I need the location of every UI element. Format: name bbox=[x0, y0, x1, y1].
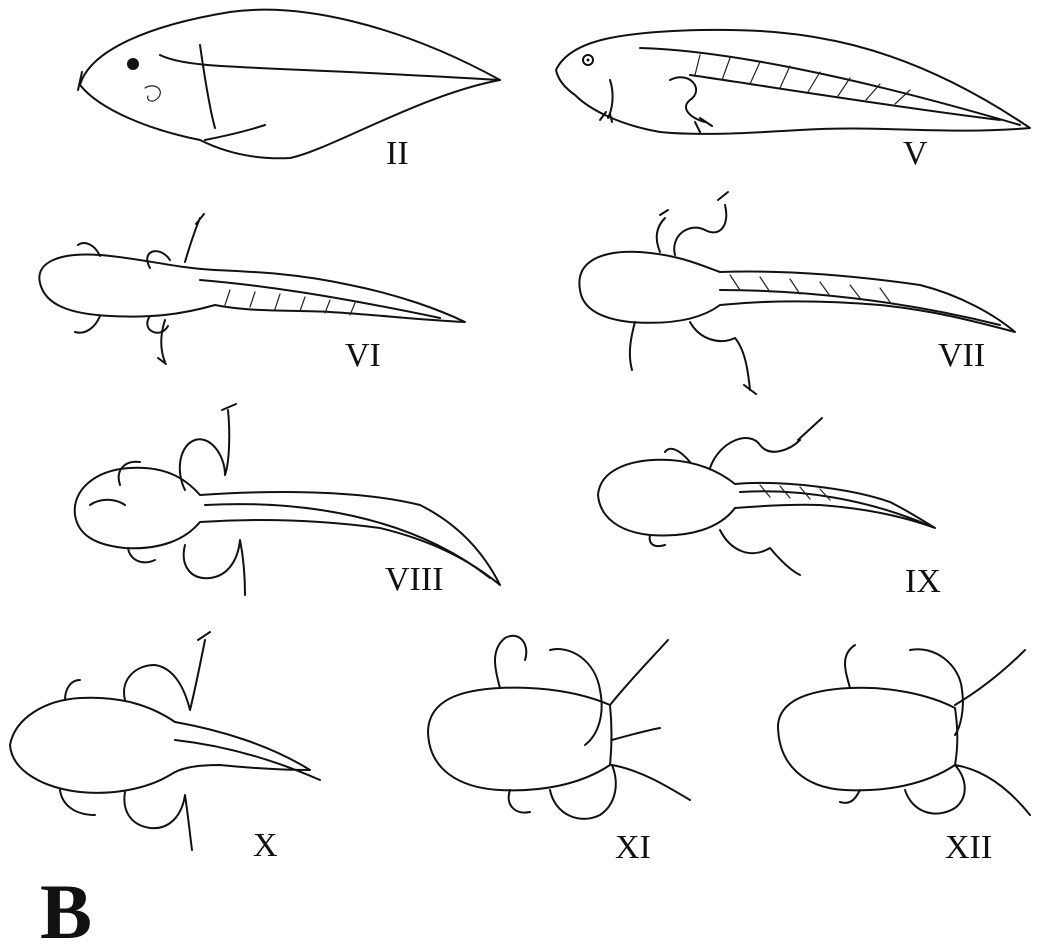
stage-xi-drawing bbox=[428, 636, 690, 819]
stage-label-xi: XI bbox=[615, 829, 651, 866]
stage-label-v: V bbox=[903, 135, 928, 172]
stage-label-vi: VI bbox=[345, 337, 381, 374]
stage-vi-drawing bbox=[39, 214, 465, 364]
stage-label-vii: VII bbox=[938, 337, 985, 374]
stage-v-drawing bbox=[556, 30, 1030, 134]
panel-label: B bbox=[40, 868, 92, 944]
stage-ii-drawing bbox=[78, 10, 500, 159]
stage-label-ix: IX bbox=[905, 563, 941, 600]
stage-xii-drawing bbox=[778, 645, 1030, 815]
stage-ix-drawing bbox=[598, 418, 935, 575]
stage-x-drawing bbox=[10, 632, 320, 850]
stage-label-x: X bbox=[253, 827, 278, 864]
stage-label-ii: II bbox=[386, 135, 409, 172]
stage-label-xii: XII bbox=[945, 829, 992, 866]
stage-label-viii: VIII bbox=[385, 561, 444, 598]
